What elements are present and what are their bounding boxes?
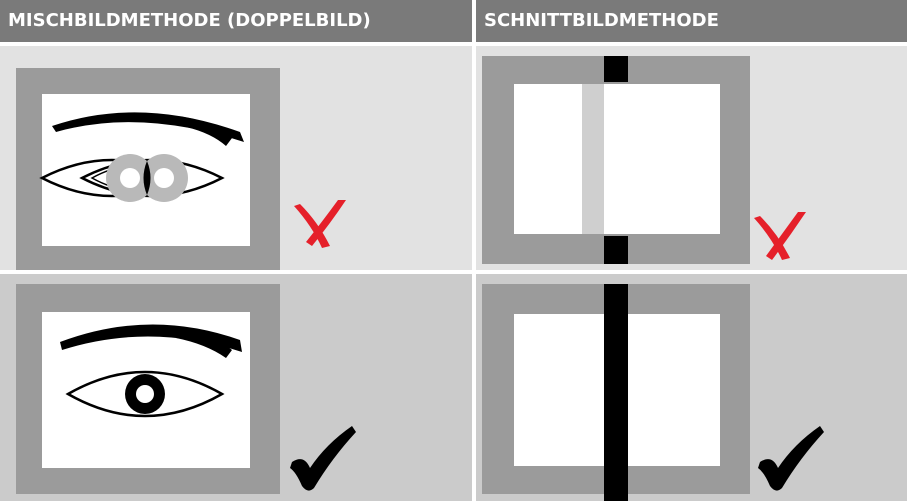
panel-schnittbild-correct [476,274,907,501]
schnittbild-wrong-illustration [482,56,806,264]
eye-outline-icon [65,370,225,418]
split-line-bottom [604,236,628,264]
eyebrow-icon [60,324,242,352]
red-cross-icon [754,212,806,260]
split-line [604,284,628,501]
panel-doppelbild-correct [0,274,472,501]
black-checkmark-icon [758,426,824,491]
panel-schnittbild-wrong [476,46,907,270]
offset-image-band [582,84,604,234]
viewfinder-window [514,84,720,234]
black-checkmark-icon [290,426,356,491]
pupil-icon [120,168,140,188]
header-schnittbildmethode: SCHNITTBILDMETHODE [476,0,907,42]
doppelbild-wrong-illustration [16,68,346,270]
doppelbild-correct-illustration [16,284,356,494]
header-mischbildmethode: MISCHBILDMETHODE (DOPPELBILD) [0,0,472,42]
schnittbild-correct-illustration [482,284,824,501]
red-cross-icon [294,200,346,248]
pupil-icon [136,385,154,403]
split-line-top [604,56,628,82]
panel-doppelbild-wrong [0,46,472,270]
